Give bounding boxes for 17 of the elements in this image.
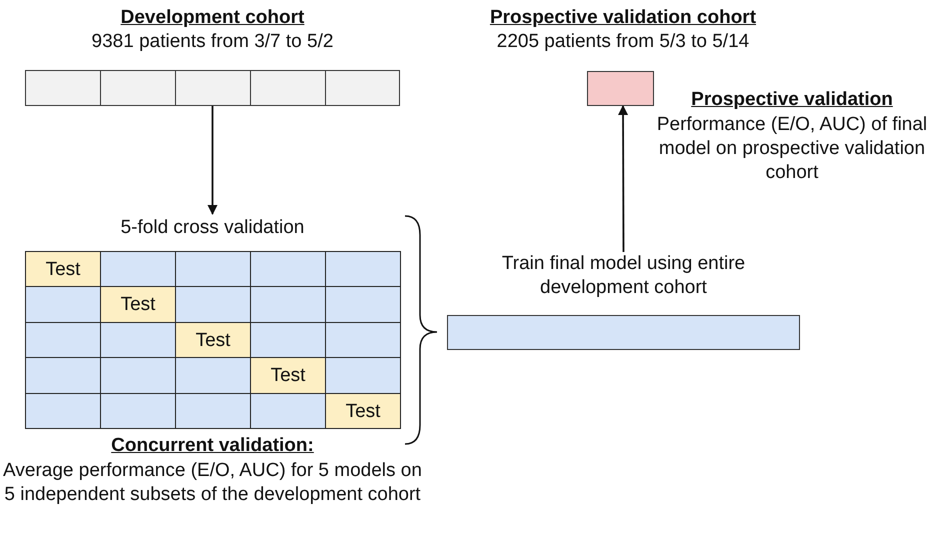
test-fold-box: Test bbox=[175, 322, 251, 358]
cohort-description: 2205 patients from 5/3 to 5/14 bbox=[496, 30, 750, 54]
arrow bbox=[208, 106, 218, 215]
test-fold-box: Test bbox=[25, 251, 101, 288]
cohort-heading: Development cohort bbox=[120, 6, 304, 30]
test-fold-box: Test bbox=[100, 286, 176, 323]
validation-description: Performance (E/O, AUC) of final model on prospective validation cohort bbox=[656, 113, 928, 185]
cohort-heading: Prospective validation cohort bbox=[490, 6, 756, 30]
test-fold-box: Test bbox=[250, 357, 326, 394]
validation-description: Average performance (E/O, AUC) for 5 models on 5 independent subsets of the development cohort bbox=[2, 459, 423, 507]
step-description: Train final model using entire development cohort bbox=[500, 252, 746, 300]
arrow bbox=[618, 105, 628, 252]
validation-heading: Concurrent validation: bbox=[110, 434, 315, 458]
validation-heading: Prospective validation bbox=[690, 88, 894, 112]
test-fold-box: Test bbox=[325, 392, 401, 429]
grid-title: 5-fold cross validation bbox=[120, 216, 306, 240]
cohort-description: 9381 patients from 3/7 to 5/2 bbox=[92, 30, 334, 54]
